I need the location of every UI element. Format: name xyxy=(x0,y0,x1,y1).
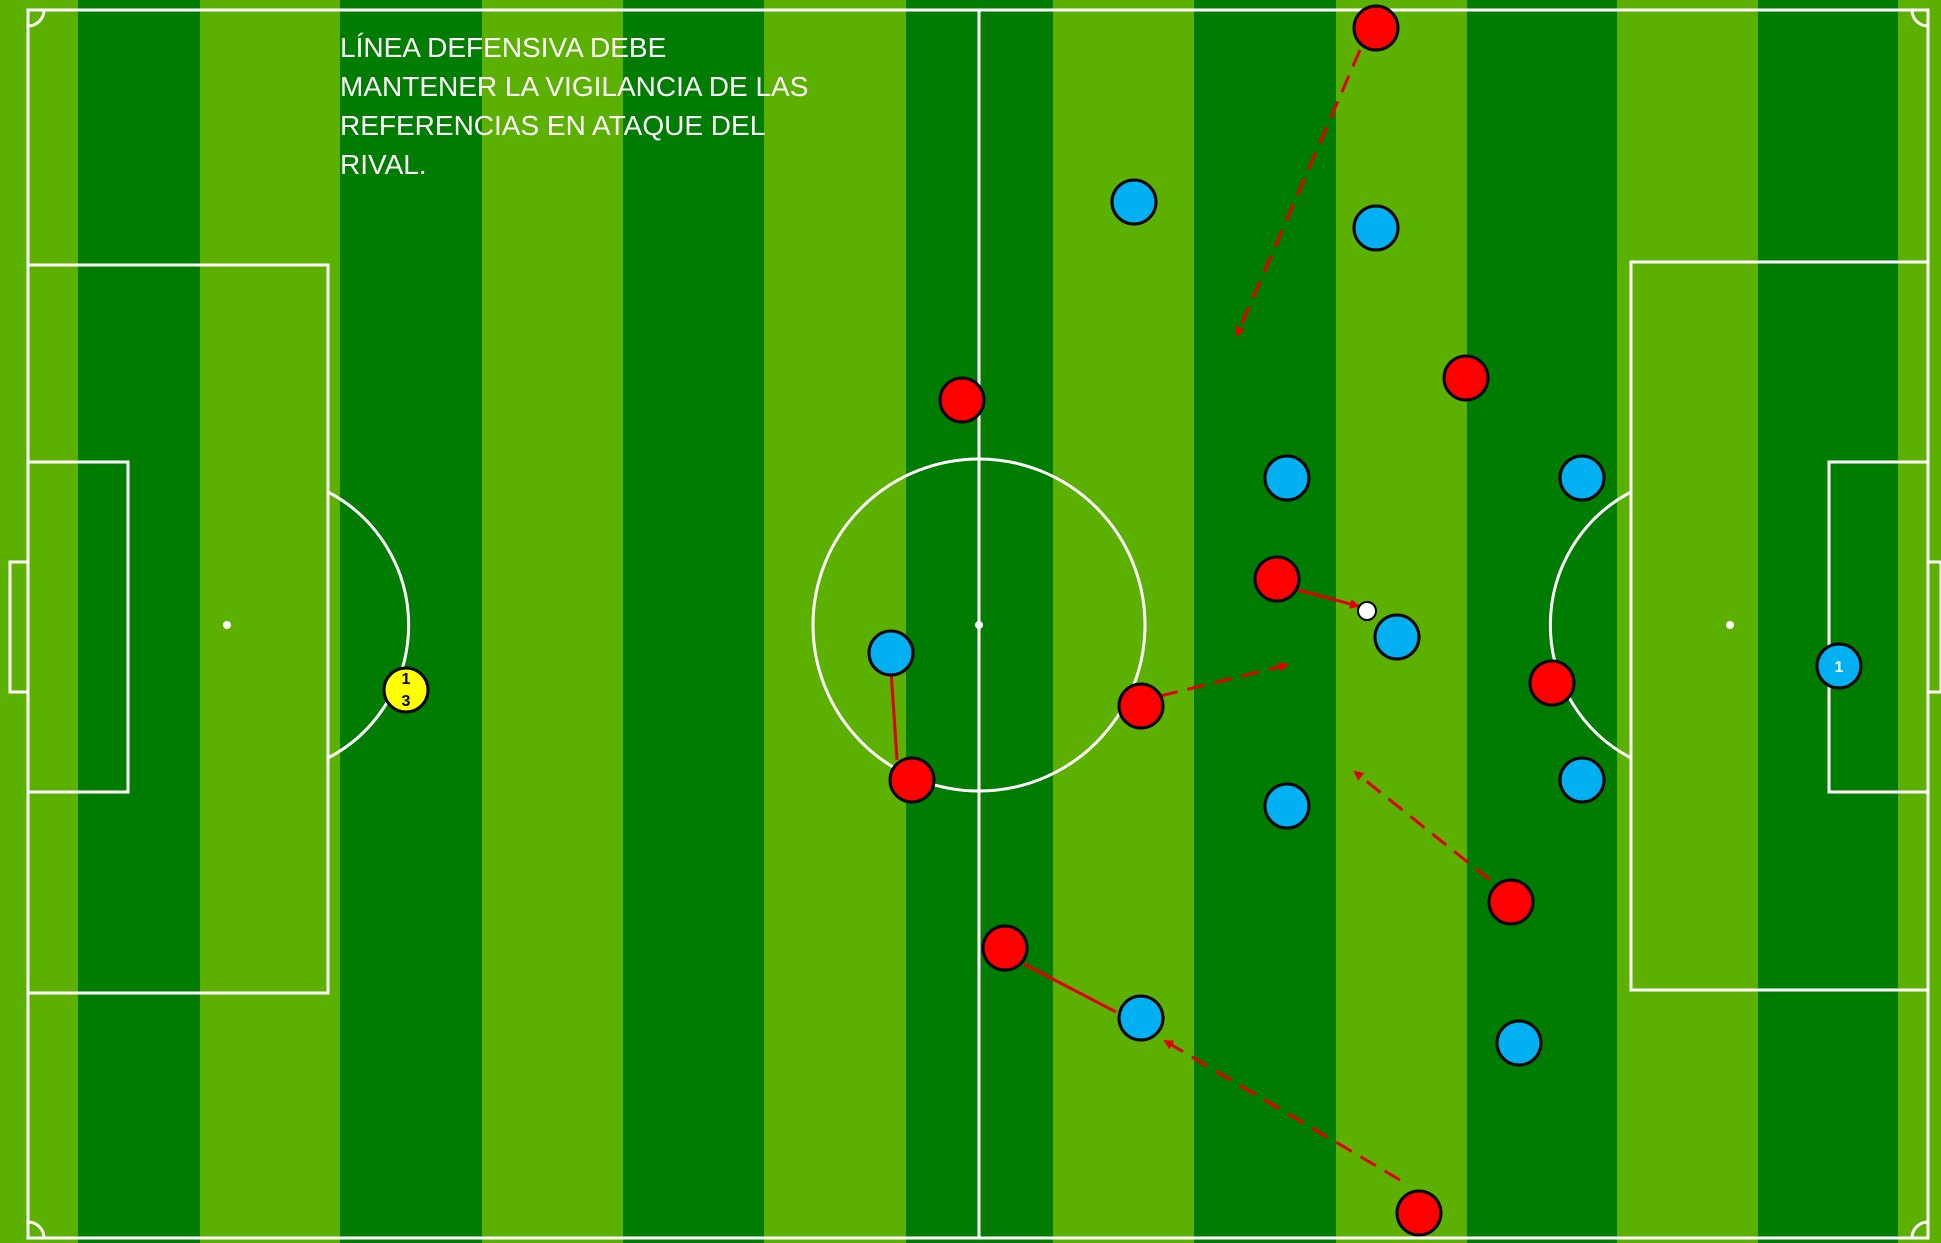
red-player xyxy=(1255,557,1299,601)
blue-goalkeeper: 1 xyxy=(1817,644,1861,688)
blue-player xyxy=(1560,456,1604,500)
red-player xyxy=(1119,684,1163,728)
blue-player xyxy=(869,631,913,675)
blue-player-token xyxy=(1265,784,1309,828)
blue-player-token xyxy=(1119,996,1163,1040)
blue-goalkeeper-number: 1 xyxy=(1835,659,1844,676)
pitch-stripe xyxy=(200,0,340,1243)
red-player-token xyxy=(1354,6,1398,50)
center-spot xyxy=(975,621,983,629)
blue-player xyxy=(1497,1021,1541,1065)
red-player-token xyxy=(1489,880,1533,924)
red-player-token xyxy=(1444,356,1488,400)
marker-number-top: 1 xyxy=(402,671,411,688)
red-player-token xyxy=(1255,557,1299,601)
blue-player xyxy=(1119,996,1163,1040)
red-player xyxy=(940,378,984,422)
red-player xyxy=(1489,880,1533,924)
red-player-token xyxy=(1397,1191,1441,1235)
red-player xyxy=(1530,661,1574,705)
blue-player-token xyxy=(1265,456,1309,500)
pitch-stripe xyxy=(623,0,764,1243)
red-player-token xyxy=(890,758,934,802)
blue-player xyxy=(1375,615,1419,659)
pitch-stripe xyxy=(1898,0,1941,1243)
red-player-token xyxy=(1119,684,1163,728)
ball xyxy=(1358,602,1376,620)
pitch-stripe xyxy=(0,0,78,1243)
pitch-stripe xyxy=(764,0,906,1243)
red-player xyxy=(1444,356,1488,400)
player-marker-yellow: 1 3 xyxy=(384,668,428,712)
pitch-stripe xyxy=(482,0,623,1243)
blue-player xyxy=(1560,758,1604,802)
red-player-token xyxy=(1530,661,1574,705)
blue-player-token xyxy=(1560,758,1604,802)
red-player xyxy=(1397,1191,1441,1235)
red-player xyxy=(1354,6,1398,50)
blue-player-token xyxy=(1375,615,1419,659)
red-player-token xyxy=(940,378,984,422)
pitch-stripe xyxy=(340,0,482,1243)
blue-player xyxy=(1112,180,1156,224)
pitch-stripe xyxy=(78,0,200,1243)
red-player xyxy=(983,926,1027,970)
pitch-stripe xyxy=(1194,0,1336,1243)
blue-player-token xyxy=(1497,1021,1541,1065)
blue-player xyxy=(1265,784,1309,828)
pitch-stripe xyxy=(1467,0,1617,1243)
red-player xyxy=(890,758,934,802)
penalty-spot-left xyxy=(223,621,231,629)
blue-player-token xyxy=(1112,180,1156,224)
penalty-spot-right xyxy=(1726,621,1734,629)
blue-player-token xyxy=(869,631,913,675)
tactic-caption: LÍNEA DEFENSIVA DEBE MANTENER LA VIGILAN… xyxy=(340,28,810,184)
marker-number-bottom: 3 xyxy=(402,693,411,710)
blue-player-token xyxy=(1354,206,1398,250)
blue-player xyxy=(1354,206,1398,250)
blue-player xyxy=(1265,456,1309,500)
red-player-token xyxy=(983,926,1027,970)
blue-player-token xyxy=(1560,456,1604,500)
pitch-stripe xyxy=(1617,0,1758,1243)
